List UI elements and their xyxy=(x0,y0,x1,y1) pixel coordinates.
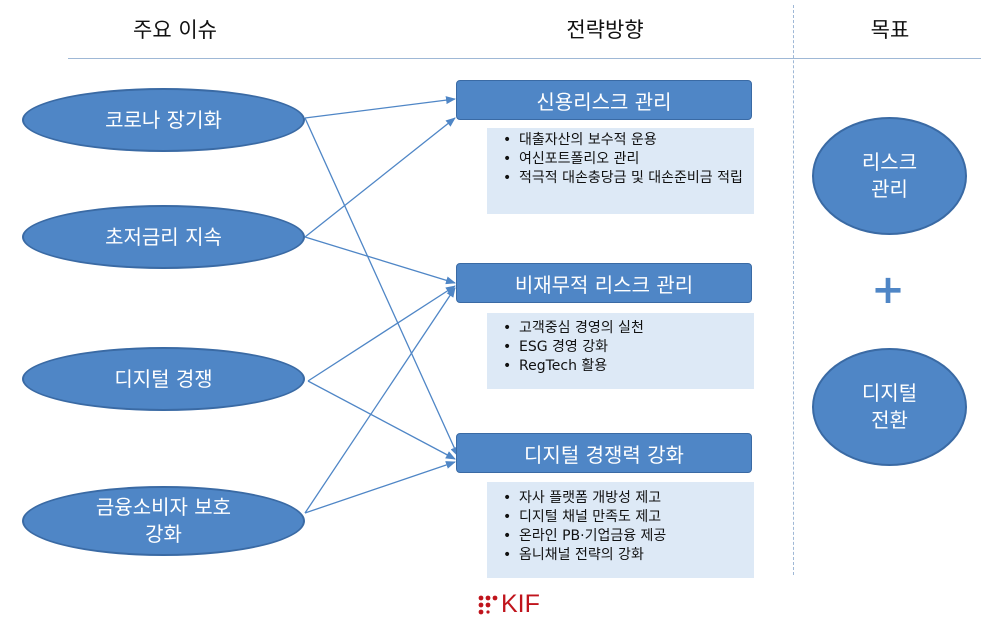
header-goals: 목표 xyxy=(870,18,910,42)
strategy-nonfinancial-risk: 비재무적 리스크 관리 xyxy=(456,263,752,303)
issue-consumer-protection: 금융소비자 보호 강화 xyxy=(22,486,305,556)
header-issues: 주요 이슈 xyxy=(133,18,217,42)
detail-item: 자사 플랫폼 개방성 제고 xyxy=(503,489,748,508)
strategy-credit-risk: 신용리스크 관리 xyxy=(456,80,752,120)
issue-covid-prolonged: 코로나 장기화 xyxy=(22,88,305,152)
detail-item: ESG 경영 강화 xyxy=(503,338,748,357)
issue-low-interest-rate: 초저금리 지속 xyxy=(22,205,305,269)
detail-item: 고객중심 경영의 실천 xyxy=(503,319,748,338)
arrow-digital-to-digital xyxy=(307,380,456,460)
arrow-consumer-to-nonfinancial xyxy=(304,287,456,514)
detail-item: 대출자산의 보수적 운용 xyxy=(503,131,748,150)
detail-item: 디지털 채널 만족도 제고 xyxy=(503,508,748,527)
detail-item: 여신포트폴리오 관리 xyxy=(503,150,748,169)
detail-item: 옴니채널 전략의 강화 xyxy=(503,546,748,565)
detail-item: 적극적 대손충당금 및 대손준비금 적립 xyxy=(503,169,748,188)
kif-logo-mark-icon xyxy=(478,595,498,614)
detail-item: RegTech 활용 xyxy=(503,357,748,376)
arrow-lowrate-to-nonfinancial xyxy=(304,236,456,285)
strategy-credit-risk-details: 대출자산의 보수적 운용 여신포트폴리오 관리 적극적 대손충당금 및 대손준비… xyxy=(487,128,754,214)
arrow-consumer-to-digital xyxy=(304,461,456,514)
goal-risk-management: 리스크 관리 xyxy=(812,117,967,235)
kif-logo: KIF xyxy=(478,592,540,617)
arrow-digital-to-nonfinancial xyxy=(307,285,456,382)
header-strategy: 전략방향 xyxy=(566,18,644,42)
header-divider xyxy=(68,58,981,59)
strategy-nonfinancial-risk-details: 고객중심 경영의 실천 ESG 경영 강화 RegTech 활용 xyxy=(487,313,754,389)
detail-item: 온라인 PB·기업금융 제공 xyxy=(503,527,748,546)
goal-digital-transformation: 디지털 전환 xyxy=(812,348,967,466)
strategy-digital-competitiveness-details: 자사 플랫폼 개방성 제고 디지털 채널 만족도 제고 온라인 PB·기업금융 … xyxy=(487,482,754,578)
goals-column-divider xyxy=(793,5,794,575)
arrow-lowrate-to-credit-risk xyxy=(304,117,456,238)
issue-digital-competition: 디지털 경쟁 xyxy=(22,347,305,411)
plus-sign: + xyxy=(871,267,905,313)
strategy-digital-competitiveness: 디지털 경쟁력 강화 xyxy=(456,433,752,473)
arrow-covid-to-credit-risk xyxy=(304,96,456,119)
arrow-covid-to-digital xyxy=(304,117,459,457)
kif-logo-text: KIF xyxy=(501,590,540,618)
